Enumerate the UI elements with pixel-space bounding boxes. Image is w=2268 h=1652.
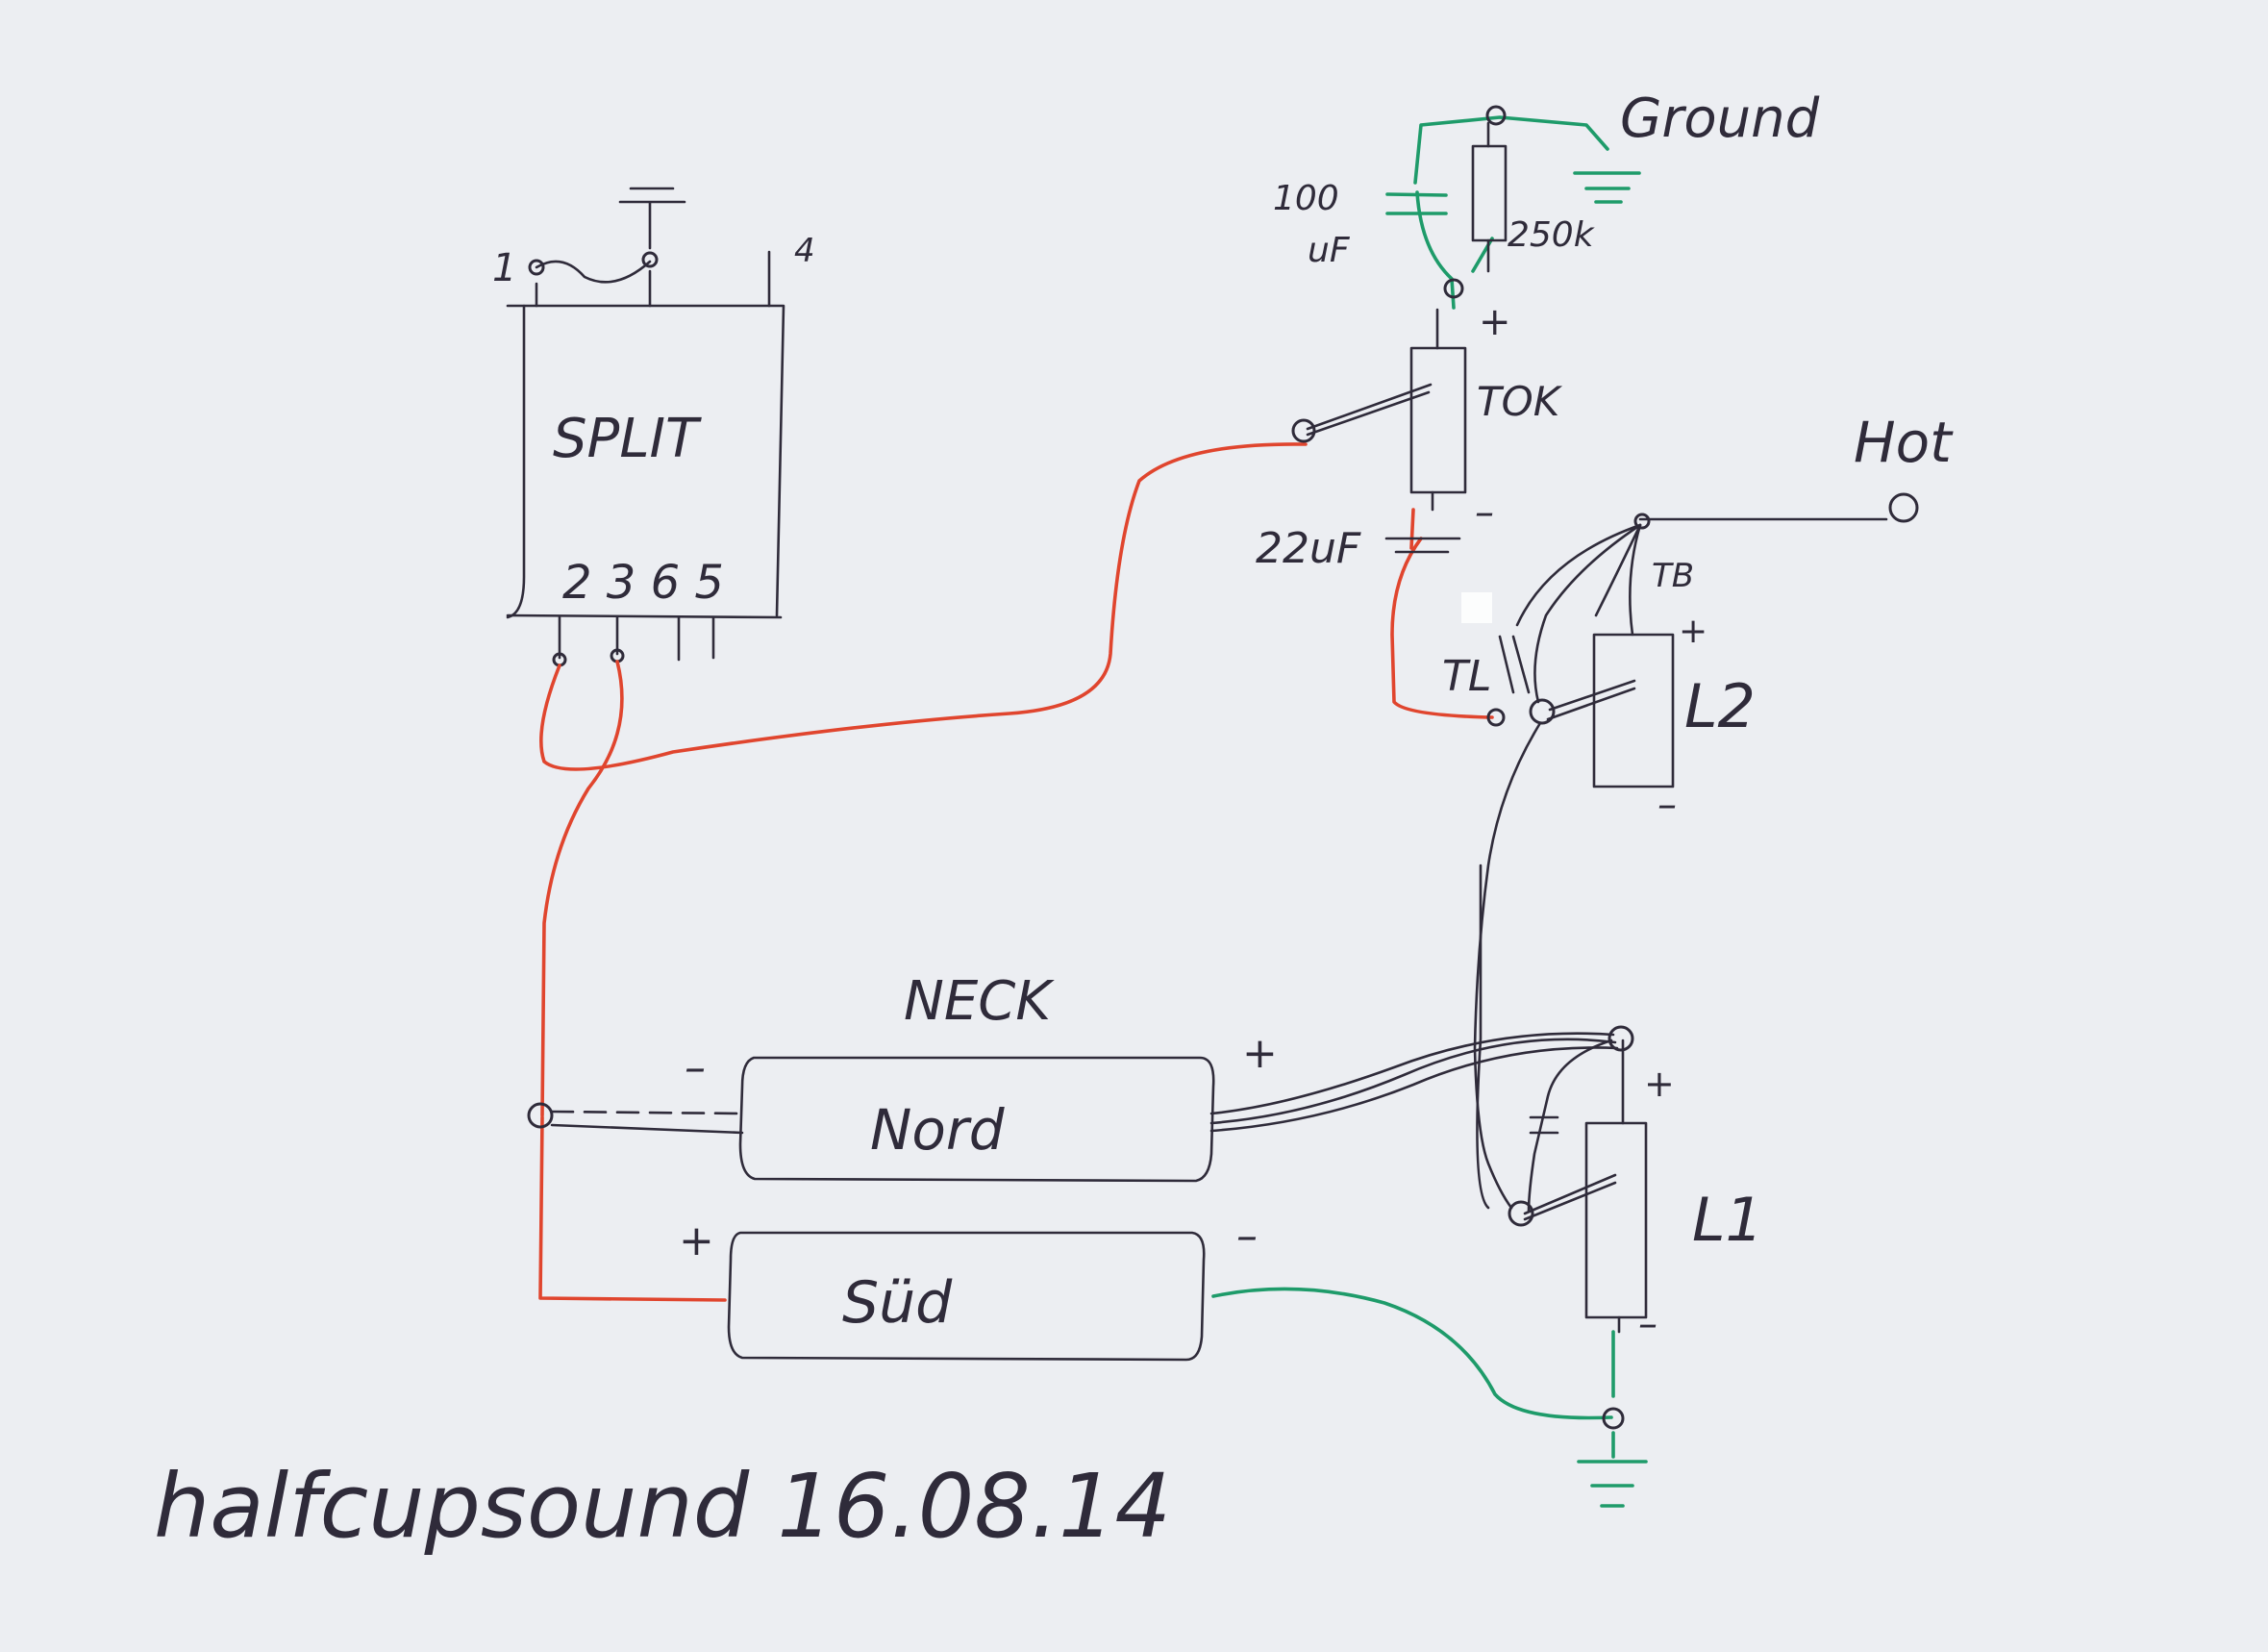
- hot-label: Hot: [1854, 410, 1954, 475]
- pot-250k-label: 250k: [1508, 215, 1596, 255]
- neck-left-junction: [527, 1102, 554, 1129]
- ground-junction: [1485, 105, 1507, 126]
- l2-top-junction: [1633, 513, 1651, 530]
- split-pin-4-label: 4: [794, 232, 815, 270]
- cap-100-label: 100: [1273, 179, 1339, 218]
- nord-minus-sign: –: [685, 1043, 706, 1092]
- ground-label: Ground: [1620, 88, 1820, 150]
- l2-bottom-junction: [1529, 698, 1556, 725]
- sud-minus-sign: –: [1236, 1212, 1258, 1261]
- l2-minus-sign: –: [1657, 783, 1677, 827]
- green-wires: [1211, 115, 1648, 1508]
- neck-label: NECK: [904, 970, 1055, 1033]
- nord-label: Nord: [870, 1097, 1006, 1163]
- split-label: SPLIT: [553, 408, 702, 470]
- tl-terminal: [1486, 708, 1506, 727]
- l1-top-junction: [1608, 1025, 1634, 1052]
- sud-label: Süd: [842, 1269, 953, 1337]
- plus-sign: +: [1479, 300, 1511, 344]
- tb-label: TB: [1652, 557, 1694, 595]
- cap-22-label: 22uF: [1256, 524, 1361, 573]
- l1-label: L1: [1692, 1185, 1763, 1255]
- coil-l2: TB TL L2 + –: [1442, 523, 1756, 827]
- split-top-ground-terminal: [641, 251, 659, 268]
- volume-pot-250k: Ground 250k 100 uF +: [1273, 88, 1820, 344]
- neck-pickups: NECK Nord – + Süd + –: [527, 970, 1619, 1362]
- minus-sign: –: [1475, 490, 1494, 535]
- nord-plus-sign: +: [1242, 1029, 1278, 1078]
- signature: halfcupsound 16.08.14: [154, 1455, 1171, 1558]
- red-wires: [538, 442, 1494, 1302]
- l2-label: L2: [1684, 671, 1756, 741]
- tone-pot-label: TOK: [1477, 378, 1563, 425]
- split-pin-1-label: 1: [492, 246, 516, 290]
- tone-wiper-terminal: [1291, 418, 1316, 443]
- coil-l1: L1 + –: [1508, 1025, 1763, 1430]
- hot-jack-terminal: [1888, 492, 1919, 523]
- l1-bottom-junction: [1508, 1200, 1534, 1227]
- pot-bottom-junction: [1443, 278, 1464, 299]
- split-pin-1-terminal: [528, 259, 545, 276]
- sud-plus-sign: +: [679, 1216, 714, 1265]
- split-pins-bottom-label: 2 3 6 5: [562, 556, 724, 610]
- ground-bottom-junction: [1602, 1407, 1625, 1430]
- split-switch: SPLIT 1 4 2 3 6 5: [492, 187, 815, 667]
- l1-minus-sign: –: [1638, 1302, 1657, 1346]
- cap-100-unit-label: uF: [1308, 231, 1351, 270]
- tone-pot: TOK 22uF –: [1256, 308, 1563, 573]
- center-wires: [1473, 721, 1542, 1210]
- white-correction-mark: [1461, 592, 1492, 623]
- hot-output: Hot: [1633, 410, 1954, 530]
- l2-plus-sign: +: [1679, 612, 1707, 651]
- l1-plus-sign: +: [1644, 1063, 1675, 1105]
- tl-label: TL: [1442, 652, 1491, 701]
